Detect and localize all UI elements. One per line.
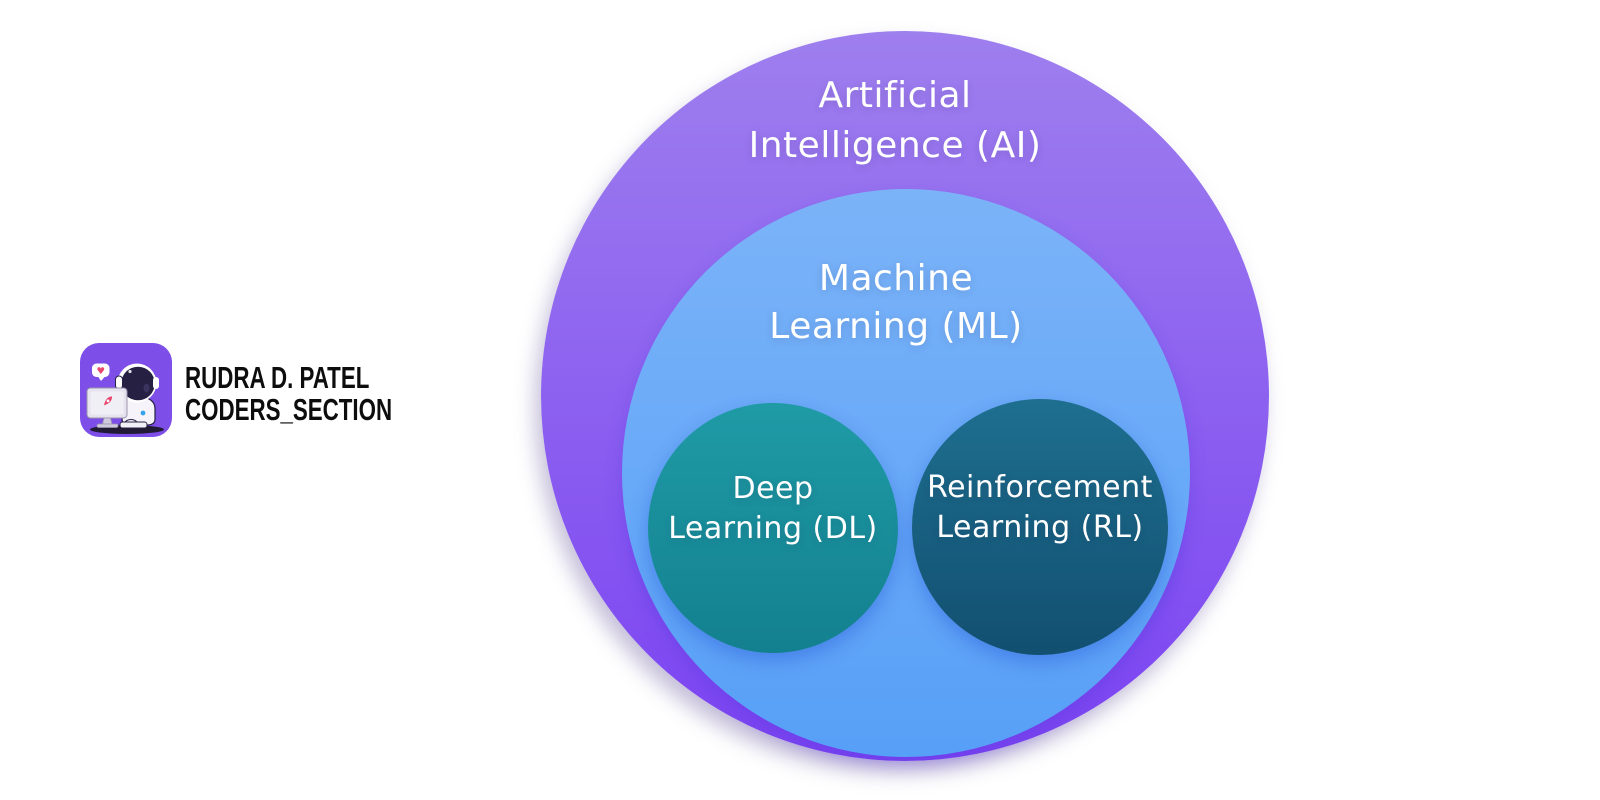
circle-reinforcement-learning: Reinforcement Learning (RL) bbox=[912, 399, 1168, 655]
label-deep-learning: Deep Learning (DL) bbox=[648, 469, 898, 549]
brand-text: RUDRA D. PATEL CODERS_SECTION bbox=[185, 343, 473, 426]
label-ai-line2: Intelligence (AI) bbox=[748, 125, 1042, 166]
circle-deep-learning: Deep Learning (DL) bbox=[648, 403, 898, 653]
label-rl-line2: Learning (RL) bbox=[936, 510, 1144, 545]
label-ai-line1: Artificial bbox=[818, 75, 972, 116]
astronaut-coder-icon: ♥ bbox=[80, 343, 172, 437]
label-ml-line1: Machine bbox=[818, 258, 974, 299]
label-reinforcement-learning: Reinforcement Learning (RL) bbox=[912, 468, 1168, 548]
svg-text:♥: ♥ bbox=[97, 366, 106, 377]
rocket-icon bbox=[103, 396, 113, 406]
brand-handle: CODERS_SECTION bbox=[185, 392, 393, 427]
label-artificial-intelligence: Artificial Intelligence (AI) bbox=[521, 71, 1269, 171]
label-machine-learning: Machine Learning (ML) bbox=[602, 255, 1190, 351]
brand-name: RUDRA D. PATEL bbox=[185, 360, 370, 395]
label-dl-line2: Learning (DL) bbox=[668, 511, 878, 546]
label-dl-line1: Deep bbox=[732, 471, 814, 506]
brand-block: ♥ RUDRA D. PATEL CODERS_SECTION bbox=[80, 343, 473, 437]
label-rl-line1: Reinforcement bbox=[927, 470, 1153, 505]
label-ml-line2: Learning (ML) bbox=[769, 306, 1023, 347]
